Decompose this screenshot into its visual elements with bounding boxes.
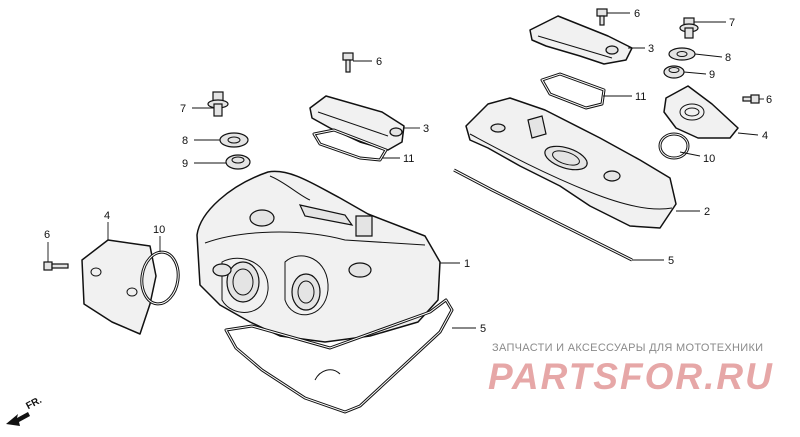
breather-gasket-front [312, 128, 388, 162]
bolt-top-rear [596, 8, 608, 26]
callout-7-right: 7 [729, 17, 735, 29]
breather-cover-rear [529, 15, 633, 65]
cylinder-head-cover-rear [465, 97, 677, 229]
callout-3-rear: 3 [648, 43, 654, 55]
seal-right [663, 65, 685, 79]
callout-4-right: 4 [762, 130, 768, 142]
callout-2: 2 [704, 206, 710, 218]
bolt-front-breather [342, 52, 354, 73]
watermark-logo: PARTSFOR.RU [488, 356, 774, 397]
callout-8-right: 8 [725, 52, 731, 64]
callout-6-left: 6 [44, 229, 50, 241]
callout-11-front: 11 [403, 153, 414, 165]
watermark-tagline: ЗАПЧАСТИ И АКСЕССУАРЫ ДЛЯ МОТОТЕХНИКИ [492, 342, 764, 354]
callout-9-left: 9 [182, 158, 188, 170]
side-cover-right [663, 85, 739, 139]
bolt-left [43, 261, 69, 271]
callout-6-right: 6 [766, 94, 772, 106]
callout-5-rear: 5 [668, 255, 674, 267]
callout-7-left: 7 [180, 103, 186, 115]
oring-left [140, 250, 180, 306]
callout-6-front: 6 [376, 56, 382, 68]
callout-labels: 1 2 3 3 4 4 5 5 6 6 6 6 7 7 8 8 9 9 10 1… [44, 8, 772, 335]
gasket-front [224, 298, 454, 414]
gasket-rear [453, 168, 633, 262]
leader-lines [47, 12, 764, 329]
callout-1: 1 [464, 258, 470, 270]
washer-right [668, 47, 696, 61]
cap-left [207, 91, 229, 117]
callout-10-right: 10 [703, 153, 715, 165]
breather-cover-front [309, 95, 405, 151]
cylinder-head-cover-front [196, 170, 441, 343]
oring-right [658, 132, 690, 160]
washer-left [219, 132, 249, 148]
front-direction-arrow-icon [6, 412, 30, 426]
seal-left [225, 154, 251, 170]
callout-10-left: 10 [153, 224, 165, 236]
callout-11-rear: 11 [635, 91, 646, 103]
side-cover-left [81, 239, 157, 335]
callout-6-top: 6 [634, 8, 640, 20]
callout-4-left: 4 [104, 210, 110, 222]
callout-8-left: 8 [182, 135, 188, 147]
callout-9-right: 9 [709, 69, 715, 81]
breather-gasket-rear [540, 72, 606, 110]
callout-3-front: 3 [423, 123, 429, 135]
bolt-right [742, 94, 760, 104]
cap-right [679, 17, 699, 39]
callout-5-front: 5 [480, 323, 486, 335]
